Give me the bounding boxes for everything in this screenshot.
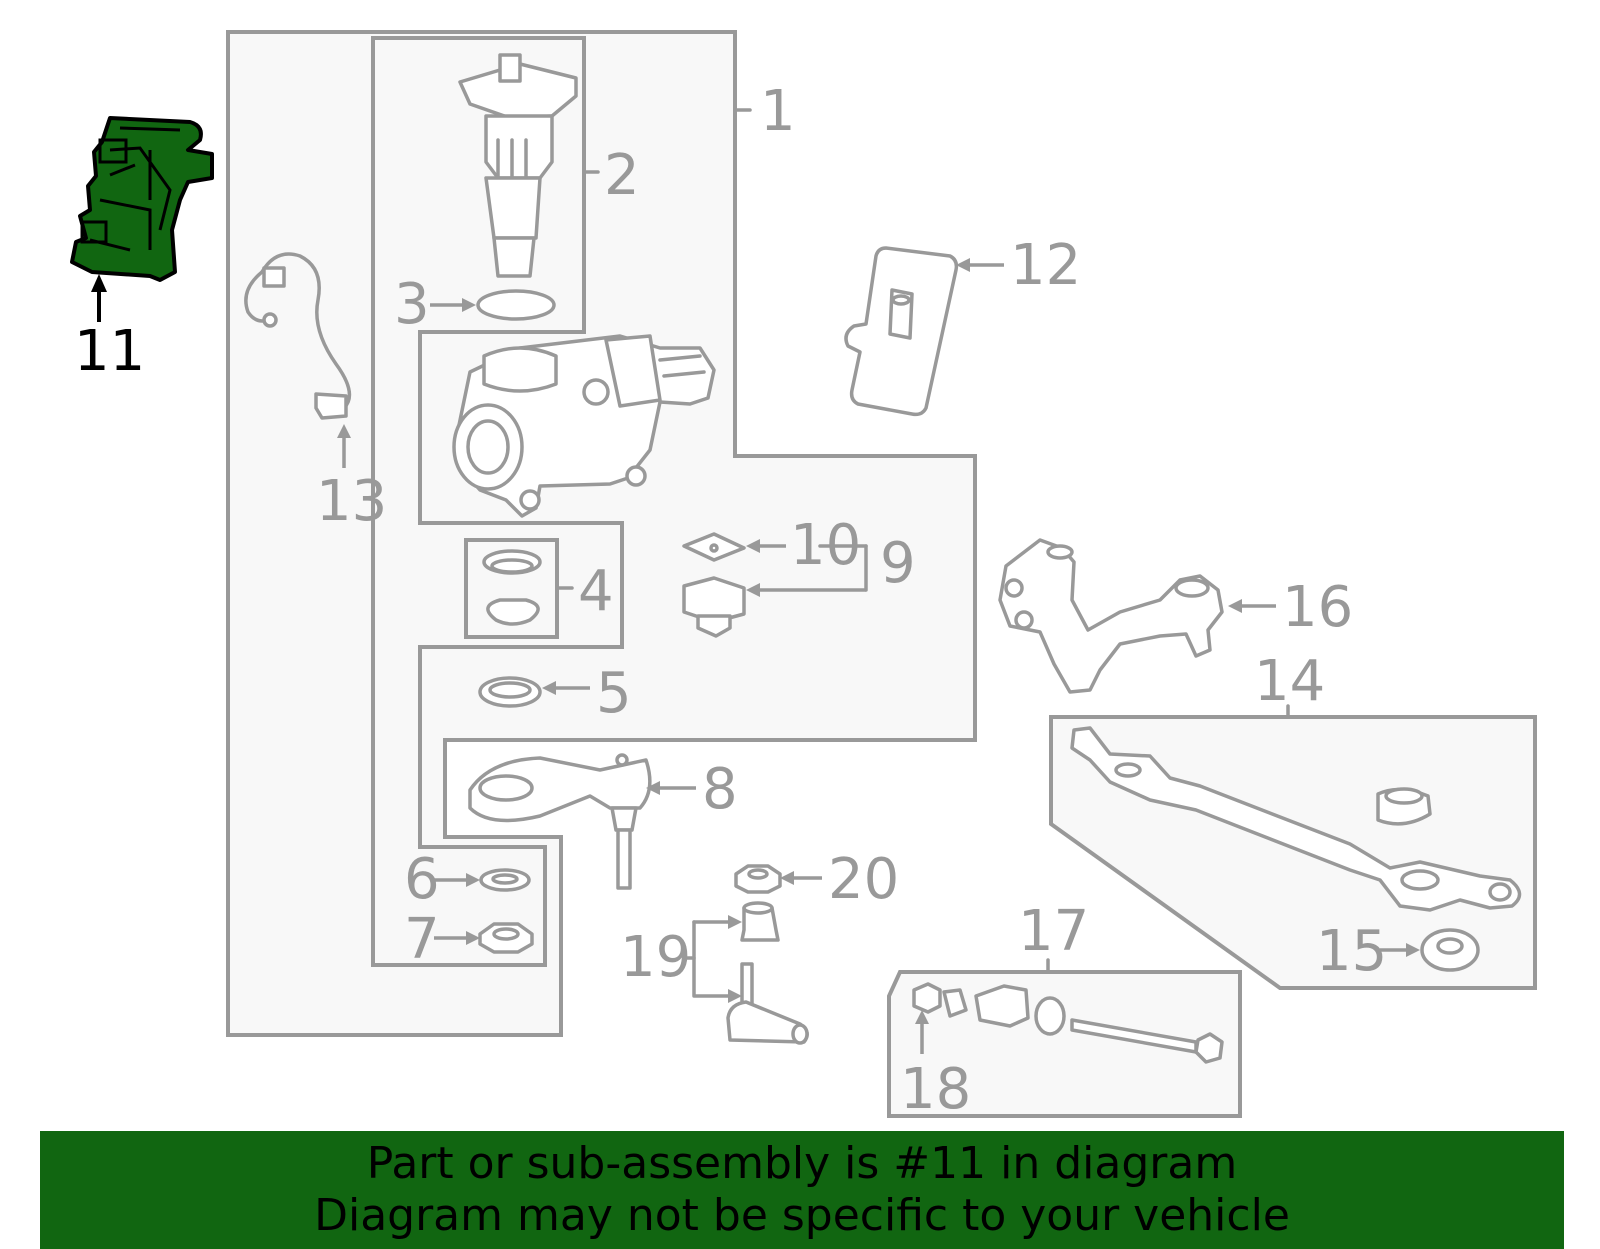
- callout-5: 5: [596, 661, 632, 726]
- callout-9: 9: [880, 531, 916, 596]
- callout-17: 17: [1018, 899, 1089, 964]
- part-11-highlighted[interactable]: [70, 116, 214, 282]
- callout-15: 15: [1316, 919, 1387, 984]
- part-17-inner-tie-rod[interactable]: [912, 982, 1224, 1064]
- part-4-seals[interactable]: [482, 549, 542, 626]
- steering-gear-housing[interactable]: [452, 334, 716, 518]
- part-15-grommet[interactable]: [1420, 928, 1480, 972]
- callout-10: 10: [790, 513, 861, 578]
- callout-12: 12: [1010, 233, 1081, 298]
- callout-11: 11: [74, 319, 145, 384]
- callout-19: 19: [620, 925, 691, 990]
- callout-4: 4: [578, 559, 614, 624]
- part-8-pitman-arm[interactable]: [468, 753, 652, 890]
- callout-6: 6: [404, 847, 440, 912]
- info-banner: Part or sub-assembly is #11 in diagram D…: [40, 1131, 1564, 1249]
- callout-18: 18: [900, 1057, 971, 1122]
- part-7-nut[interactable]: [478, 922, 534, 954]
- callout-8: 8: [702, 757, 738, 822]
- part-12-cover[interactable]: [844, 246, 959, 417]
- part-6-washer[interactable]: [479, 868, 531, 892]
- callout-13: 13: [316, 469, 387, 534]
- callout-11-arrowhead: [91, 274, 107, 292]
- banner-line-1: Part or sub-assembly is #11 in diagram: [366, 1138, 1238, 1189]
- part-9-block[interactable]: [682, 576, 746, 638]
- callout-7: 7: [404, 907, 440, 972]
- assembly-box-2: [371, 36, 624, 967]
- callout-20: 20: [828, 847, 899, 912]
- part-16-idler-arm[interactable]: [998, 538, 1224, 694]
- callout-14: 14: [1254, 649, 1325, 714]
- part-20-nut[interactable]: [734, 864, 782, 894]
- banner-line-2: Diagram may not be specific to your vehi…: [314, 1190, 1290, 1241]
- callout-3: 3: [394, 272, 430, 337]
- part-19-boot[interactable]: [740, 901, 780, 942]
- callout-16: 16: [1282, 575, 1353, 640]
- callout-1: 1: [760, 79, 796, 144]
- part-10-plate[interactable]: [682, 532, 746, 562]
- callout-2: 2: [604, 143, 640, 208]
- part-5-seal[interactable]: [478, 676, 542, 708]
- part-2-valve[interactable]: [458, 53, 578, 278]
- part-14-center-link[interactable]: [1070, 726, 1522, 912]
- part-13-wire-harness[interactable]: [244, 252, 352, 420]
- part-3-o-ring[interactable]: [476, 289, 556, 321]
- part-19-tie-rod-end[interactable]: [726, 962, 809, 1045]
